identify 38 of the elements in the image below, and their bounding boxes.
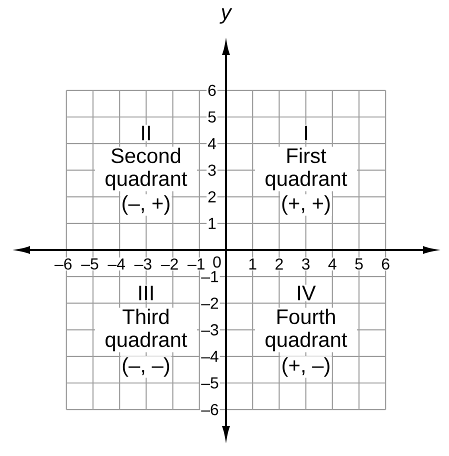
quadrant-numeral: I	[302, 124, 310, 142]
tick-label: –4	[200, 350, 220, 363]
tick-label: 2	[206, 190, 218, 204]
tick-label: 1	[206, 216, 218, 230]
tick-label: 6	[380, 257, 392, 271]
tick-label: –3	[133, 257, 154, 271]
axis-label: y	[220, 8, 232, 24]
sign-pair: (–, –)	[120, 356, 172, 378]
tick-label: 6	[206, 84, 218, 98]
tick-label: –6	[54, 257, 74, 271]
tick-label: –5	[200, 376, 220, 390]
tick-label: –2	[160, 257, 180, 271]
quadrant-numeral: III	[136, 284, 156, 302]
sign-pair: (–, +)	[120, 194, 172, 216]
tick-label: 1	[247, 258, 258, 270]
quadrant-name: Third quadrant	[95, 308, 197, 352]
tick-label: –2	[200, 296, 220, 310]
quadrant-name: Second quadrant	[95, 146, 197, 192]
tick-label: –5	[80, 257, 100, 271]
tick-label: 5	[206, 110, 218, 124]
quadrant-name: Fourth quadrant	[255, 308, 357, 352]
tick-label: –1	[200, 270, 220, 284]
quadrant-name: First quadrant	[255, 146, 357, 192]
tick-label: 4	[206, 137, 218, 150]
tick-label: 3	[206, 164, 218, 177]
tick-label: –1	[186, 258, 206, 270]
tick-label: 0	[212, 255, 222, 269]
tick-label: –4	[106, 258, 126, 270]
tick-label: 3	[300, 257, 312, 271]
quadrant-numeral: IV	[295, 284, 317, 302]
sign-pair: (+, –)	[280, 356, 332, 378]
tick-label: 2	[274, 257, 285, 271]
tick-label: 5	[354, 257, 364, 271]
tick-label: –3	[200, 323, 220, 336]
sign-pair: (+, +)	[280, 194, 332, 216]
tick-label: –6	[200, 402, 220, 416]
tick-label: 4	[326, 258, 338, 270]
quadrant-numeral: II	[139, 124, 153, 142]
